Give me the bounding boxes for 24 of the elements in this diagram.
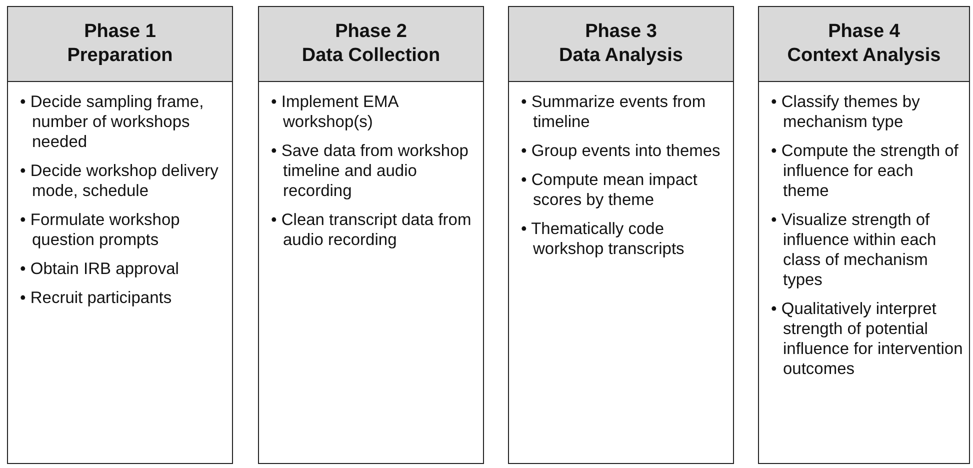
bullet-item: • Formulate workshop question prompts (20, 210, 181, 250)
bullet-item: • Implement EMA workshop(s) (271, 92, 400, 132)
phase-column (7, 6, 233, 464)
bullet-item: • Compute the strength of influence for each theme (771, 141, 960, 201)
bullet-item: • Decide sampling frame, number of workshops needed (20, 92, 205, 152)
phase-column (258, 6, 484, 464)
bullet-item: • Recruit participants (20, 288, 173, 308)
bullet-item: • Thematically code workshop transcripts (521, 219, 686, 259)
bullet-item: • Save data from workshop timeline and audio recording (271, 141, 470, 201)
bullet-item: • Compute mean impact scores by theme (521, 170, 698, 210)
phase-column (758, 6, 970, 464)
bullet-item: • Group events into themes (521, 141, 722, 161)
phase-heading: Phase 4 Context Analysis (787, 20, 941, 68)
bullet-item: • Summarize events from timeline (521, 92, 707, 132)
phase-column (508, 6, 734, 464)
phase-heading: Phase 1 Preparation (67, 20, 173, 68)
phase-heading: Phase 2 Data Collection (302, 20, 440, 68)
bullet-item: • Obtain IRB approval (20, 259, 180, 279)
bullet-item: • Decide workshop delivery mode, schedule (20, 161, 220, 201)
bullet-item: • Classify themes by mechanism type (771, 92, 921, 132)
bullet-item: • Visualize strength of influence within each class of mechanism types (771, 210, 938, 290)
phase-heading: Phase 3 Data Analysis (559, 20, 683, 68)
bullet-item: • Qualitatively interpret strength of potential influence for intervention outcomes (771, 299, 963, 379)
bullet-item: • Clean transcript data from audio recording (271, 210, 472, 250)
